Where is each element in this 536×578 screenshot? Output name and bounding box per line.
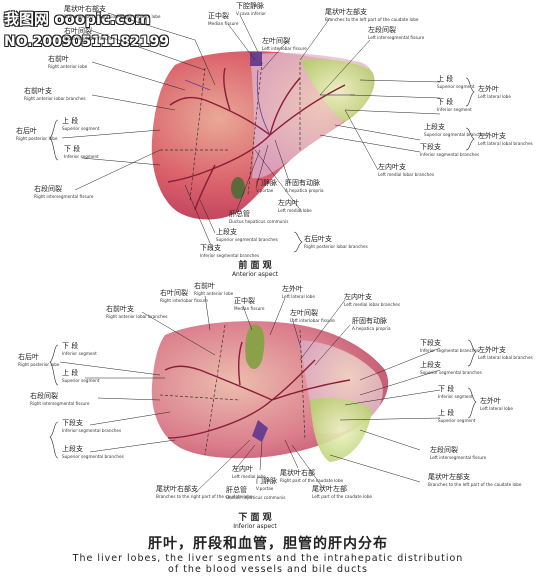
inferior-liver bbox=[151, 321, 389, 462]
label-ant-left-medial-branches: 左内叶支 Left medial lobar branches bbox=[378, 163, 435, 178]
inferior-caption: 下 面 观 Inferior aspect bbox=[233, 513, 277, 530]
title-english-2: of the blood vessels and bile ducts bbox=[168, 564, 368, 575]
label-ant-ivc: 下腔静脉 V.cava inferior bbox=[236, 2, 266, 17]
label-inf-sup-seg-branches: 上段支 Superior segmental branches bbox=[62, 445, 124, 460]
label-inf-right-anterior: 右前叶 Right anterior lobe bbox=[194, 282, 234, 297]
label-inf-left-lateral: 左外叶 Left lateral lobe bbox=[282, 285, 315, 300]
anterior-caption: 前 面 观 Anterior aspect bbox=[231, 261, 279, 278]
watermark-site: 我图网 ooopic.com bbox=[4, 10, 151, 28]
label-ant-left-intersegmental: 左段间裂 Left intersegmental fissure bbox=[368, 26, 425, 41]
label-inf-inferior-segment: 下 段 Inferior segment bbox=[62, 342, 97, 357]
label-inf-right-anterior-branches: 右前叶支 Right anterior lobar branches bbox=[106, 305, 168, 320]
label-inf-left-inf-seg: 下 段 Inferior segment bbox=[438, 385, 473, 400]
label-inf-left-lateral-lobe: 左外叶 Left lateral lobe bbox=[480, 397, 513, 412]
label-inf-left-medial: 左内叶 Left medial lobe bbox=[232, 465, 266, 480]
figure-title: 肝叶，肝段和血管，胆管的肝内分布 The liver lobes, the li… bbox=[0, 533, 536, 575]
label-inf-left-inf-seg-branch: 下段支 Inferior segmental branches bbox=[420, 339, 480, 354]
label-ant-left-inf-seg: 下 段 Inferior segment bbox=[437, 98, 472, 113]
label-inf-left-medial-branches: 左内叶支 Left medial lobar branches bbox=[344, 293, 401, 308]
label-ant-left-sup-seg: 上 段 Superior segment bbox=[437, 75, 475, 90]
title-english-1: The liver lobes, the liver segments and … bbox=[72, 553, 464, 564]
label-ant-left-lateral: 左外叶 Left lateral lobe bbox=[478, 85, 511, 100]
label-inf-median-fissure: 正中裂 Median fissure bbox=[234, 297, 265, 312]
label-inf-caudate-right: 尾状叶右部 Right part of the caudate lobe bbox=[280, 469, 344, 484]
label-inf-left-sup-seg: 上 段 Superior segment bbox=[438, 409, 476, 424]
watermark-number: NO.20090511182199 bbox=[4, 34, 170, 50]
label-ant-superior-segment: 上 段 Superior segment bbox=[62, 117, 100, 132]
label-ant-left-inf-branch: 下段支 Inferior segmental branches bbox=[420, 143, 480, 158]
label-inf-right-interlobar: 右叶间裂 Right interlobar fissure bbox=[160, 289, 208, 304]
label-ant-median-fissure: 正中裂 Median fissure bbox=[208, 12, 239, 27]
label-inf-right-intersegmental: 右段间裂 Right intersegmental fissure bbox=[30, 392, 90, 407]
label-inf-left-sup-seg-branch: 上段支 Superior segmental branches bbox=[420, 361, 482, 376]
label-inf-left-intersegmental: 左段间裂 Left intersegmental fissure bbox=[430, 446, 487, 461]
label-ant-left-medial: 左内叶 Left medial lobe bbox=[278, 199, 312, 214]
label-ant-caudate-left-branch: 尾状叶左部支 Branches to the left part of the … bbox=[325, 8, 419, 23]
label-inf-caudate-left: 尾状叶左部 Left part of the caudate lobe bbox=[312, 485, 372, 500]
label-inf-caudate-left-branch: 尾状叶左部支 Branches to the left part of the … bbox=[428, 473, 522, 488]
title-chinese: 肝叶，肝段和血管，胆管的肝内分布 bbox=[148, 536, 388, 552]
anterior-liver bbox=[151, 51, 375, 220]
label-inf-left-interlobar: 左叶间裂 Left interlobar fissure bbox=[290, 309, 335, 324]
label-ant-hepatic-artery: 肝固有动脉 A.hepatica propria bbox=[285, 179, 324, 194]
label-ant-right-post-branches: 右后叶支 Right posterior lobar branches bbox=[304, 235, 368, 250]
label-ant-portal: 门静脉 V.portae bbox=[256, 179, 277, 194]
label-inf-superior-segment: 上 段 Superior segment bbox=[62, 369, 100, 384]
label-inf-left-lateral-branches: 左外叶支 Left lateral lobal branches bbox=[478, 346, 533, 361]
label-ant-right-intersegmental: 右段间裂 Right intersegmental fissure bbox=[34, 185, 94, 200]
label-ant-left-sup-branch: 上段支 Superior segmental branches bbox=[424, 123, 486, 138]
label-ant-right-interlobar: 右叶间裂 Right interlobar fissure bbox=[64, 27, 112, 42]
label-ant-common-duct: 肝总管 Ductus hepaticus communis bbox=[229, 210, 289, 225]
label-inf-right-posterior: 右后叶 Right posterior lobe bbox=[18, 353, 60, 368]
label-inf-hepatic-artery: 肝固有动脉 A.hepatica propria bbox=[352, 317, 391, 332]
label-ant-right-posterior: 右后叶 Right posterior lobe bbox=[16, 127, 58, 142]
label-ant-inferior-segment: 下 段 Inferior segment bbox=[64, 145, 99, 160]
label-inf-inf-seg-branches: 下段支 Inferior segmental branches bbox=[62, 419, 122, 434]
label-ant-right-anterior: 右前叶 Right anterior lobe bbox=[48, 55, 88, 70]
label-inf-common-duct: 肝总管 Ductus hepaticus communis bbox=[226, 486, 286, 501]
label-ant-caudate-right-branch: 尾状叶右部支 Branches to the right part of the… bbox=[64, 5, 161, 20]
label-ant-sup-seg-branches: 上段支 Superior segmental branches bbox=[216, 228, 278, 243]
label-inf-portal: 门静脉 V.portae bbox=[256, 477, 277, 492]
label-ant-inf-seg-branches: 下段支 Inferior segmental branches bbox=[200, 244, 260, 259]
label-ant-left-lateral-branches: 左外叶支 Left lateral lobal branches bbox=[478, 132, 533, 147]
label-inf-caudate-right-branch: 尾状叶右部支 Branches to the right part of the… bbox=[156, 485, 253, 500]
label-ant-right-lobar-branches: 右前叶支 Right anterior lobar branches bbox=[24, 87, 86, 102]
label-ant-left-interlobar: 左叶间裂 Left interlobar fissure bbox=[262, 37, 307, 52]
